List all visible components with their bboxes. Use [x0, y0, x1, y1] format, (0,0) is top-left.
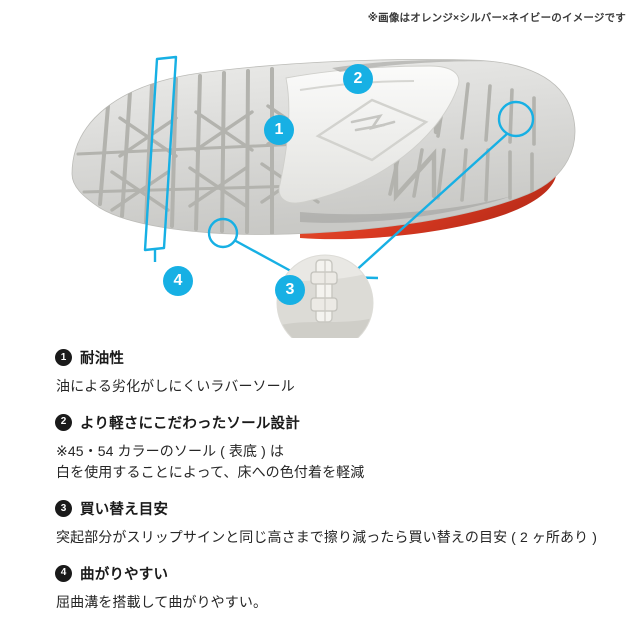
feature-heading-3: 3 買い替え目安	[55, 498, 635, 519]
annotation-leader-3b	[351, 132, 509, 275]
feature-body-2: ※45・54 カラーのソール ( 表底 ) は 白を使用することによって、床への…	[55, 441, 635, 484]
feature-item-3: 3 買い替え目安 突起部分がスリップサインと同じ高さまで擦り減ったら買い替えの目…	[55, 498, 635, 549]
feature-title-1: 耐油性	[80, 351, 125, 367]
hero-callout-2[interactable]: 2	[343, 64, 373, 94]
outsole-heel-shadow	[300, 60, 512, 223]
feature-title-3: 買い替え目安	[80, 502, 169, 519]
annotation-shape-slipsign-heel	[497, 100, 535, 138]
feature-body-3: 突起部分がスリップサインと同じ高さまで擦り減ったら買い替えの目安 ( 2 ヶ所あ…	[55, 527, 635, 549]
feature-number-1: 1	[55, 349, 72, 366]
brand-runbird-icon	[350, 114, 396, 132]
outsole-arch-plate	[278, 65, 460, 204]
feature-item-1: 1 耐油性 油による劣化がしにくいラバーソール	[55, 347, 635, 398]
feature-body-4: 屈曲溝を搭載して曲がりやすい。	[55, 592, 635, 614]
feature-body-line: 油による劣化がしにくいラバーソール	[56, 378, 295, 394]
feature-heading-4: 4 曲がりやすい	[55, 563, 635, 584]
feature-title-4: 曲がりやすい	[80, 566, 169, 583]
feature-number-4: 4	[55, 564, 72, 582]
feature-title-2: より軽さにこだわったソール設計	[80, 415, 300, 432]
feature-item-2: 2 より軽さにこだわったソール設計 ※45・54 カラーのソール ( 表底 ) …	[55, 412, 635, 484]
hero-callout-3[interactable]: 3	[275, 275, 305, 305]
hero-callout-4[interactable]: 4	[163, 266, 193, 296]
feature-body-line: 突起部分がスリップサインと同じ高さまで擦り減ったら買い替えの目安 ( 2 ヶ所あ…	[56, 529, 597, 546]
feature-number-3: 3	[55, 500, 72, 518]
feature-heading-2: 2 より軽さにこだわったソール設計	[55, 412, 635, 433]
annotation-shape-flex-groove	[143, 55, 178, 252]
feature-list: 1 耐油性 油による劣化がしにくいラバーソール 2 より軽さにこだわったソール設…	[55, 347, 635, 613]
hero-callout-1[interactable]: 1	[264, 115, 294, 145]
image-color-disclaimer: ※画像はオレンジ×シルバー×ネイビーのイメージです	[367, 12, 626, 24]
feature-body-1: 油による劣化がしにくいラバーソール	[55, 376, 635, 398]
annotation-shape-slipsign-front	[207, 217, 239, 249]
feature-body-line: 屈曲溝を搭載して曲がりやすい。	[56, 593, 268, 610]
shoe-outsole-illustration: 1 2 3 4	[0, 26, 640, 338]
feature-number-2: 2	[55, 413, 72, 431]
feature-heading-1: 1 耐油性	[55, 347, 635, 368]
feature-body-line: 白を使用することによって、床への色付着を軽減	[56, 464, 365, 481]
feature-item-4: 4 曲がりやすい 屈曲溝を搭載して曲がりやすい。	[55, 563, 635, 614]
outsole-svg	[71, 55, 576, 338]
feature-body-line: ※45・54 カラーのソール ( 表底 ) は	[56, 442, 284, 459]
